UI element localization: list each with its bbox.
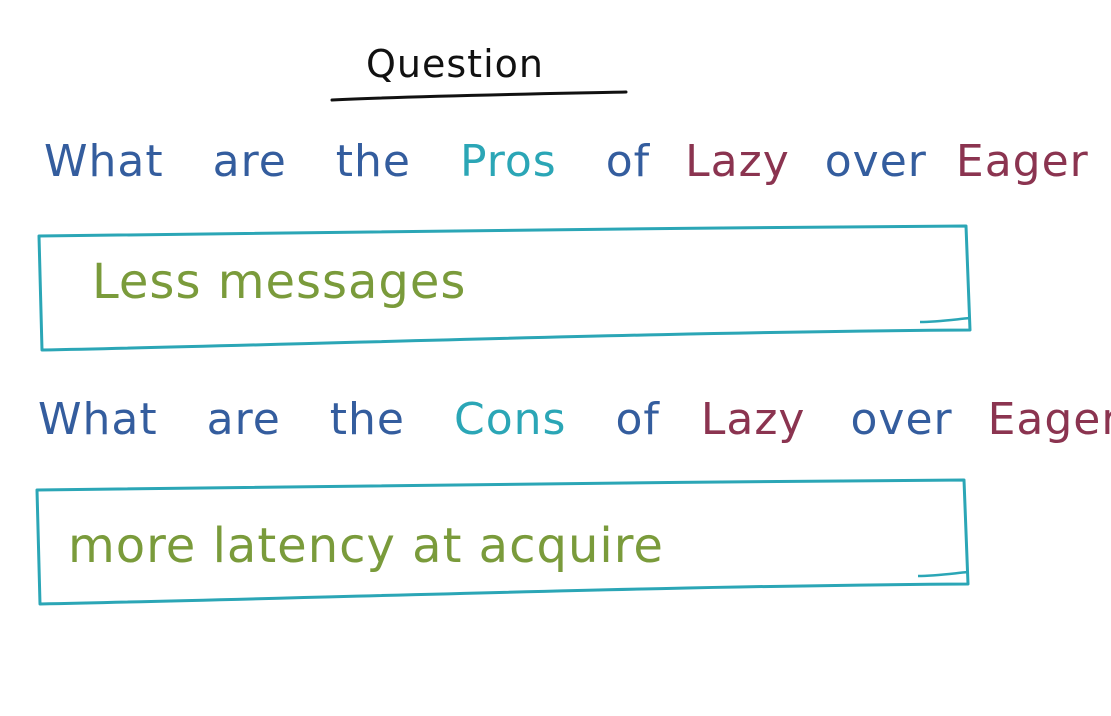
question-1-word-are: are bbox=[212, 136, 287, 187]
answer-box-2-outline bbox=[35, 478, 970, 606]
answer-box-1: Less messages bbox=[36, 224, 976, 352]
question-2: What are the Cons of Lazy over Eager ? bbox=[38, 398, 1111, 442]
question-2-word-lazy: Lazy bbox=[700, 394, 806, 445]
question-2-word-eager: Eager bbox=[987, 394, 1111, 445]
question-1-word-the: the bbox=[335, 136, 411, 187]
title-underline bbox=[330, 90, 628, 102]
question-2-word-what: What bbox=[38, 394, 158, 445]
question-2-word-over: over bbox=[850, 394, 953, 445]
question-2-word-of: of bbox=[615, 394, 660, 445]
answer-2-text: more latency at acquire bbox=[68, 518, 664, 574]
question-2-word-are: are bbox=[206, 394, 281, 445]
question-1-word-over: over bbox=[824, 136, 927, 187]
question-1: What are the Pros of Lazy over Eager ? bbox=[44, 140, 1111, 184]
answer-box-1-outline bbox=[37, 224, 972, 352]
page-title: Question bbox=[366, 42, 544, 86]
question-1-mark: ? bbox=[1110, 140, 1111, 184]
answer-1-text: Less messages bbox=[92, 254, 467, 310]
question-1-word-lazy: Lazy bbox=[685, 136, 790, 187]
question-1-word-what: What bbox=[44, 136, 164, 187]
question-1-highlight: Pros bbox=[459, 136, 557, 187]
question-2-word-the: the bbox=[329, 394, 405, 445]
question-2-highlight: Cons bbox=[453, 394, 567, 445]
answer-box-2: more latency at acquire bbox=[34, 478, 974, 606]
question-1-word-of: of bbox=[605, 136, 651, 187]
question-1-word-eager: Eager bbox=[955, 136, 1089, 187]
